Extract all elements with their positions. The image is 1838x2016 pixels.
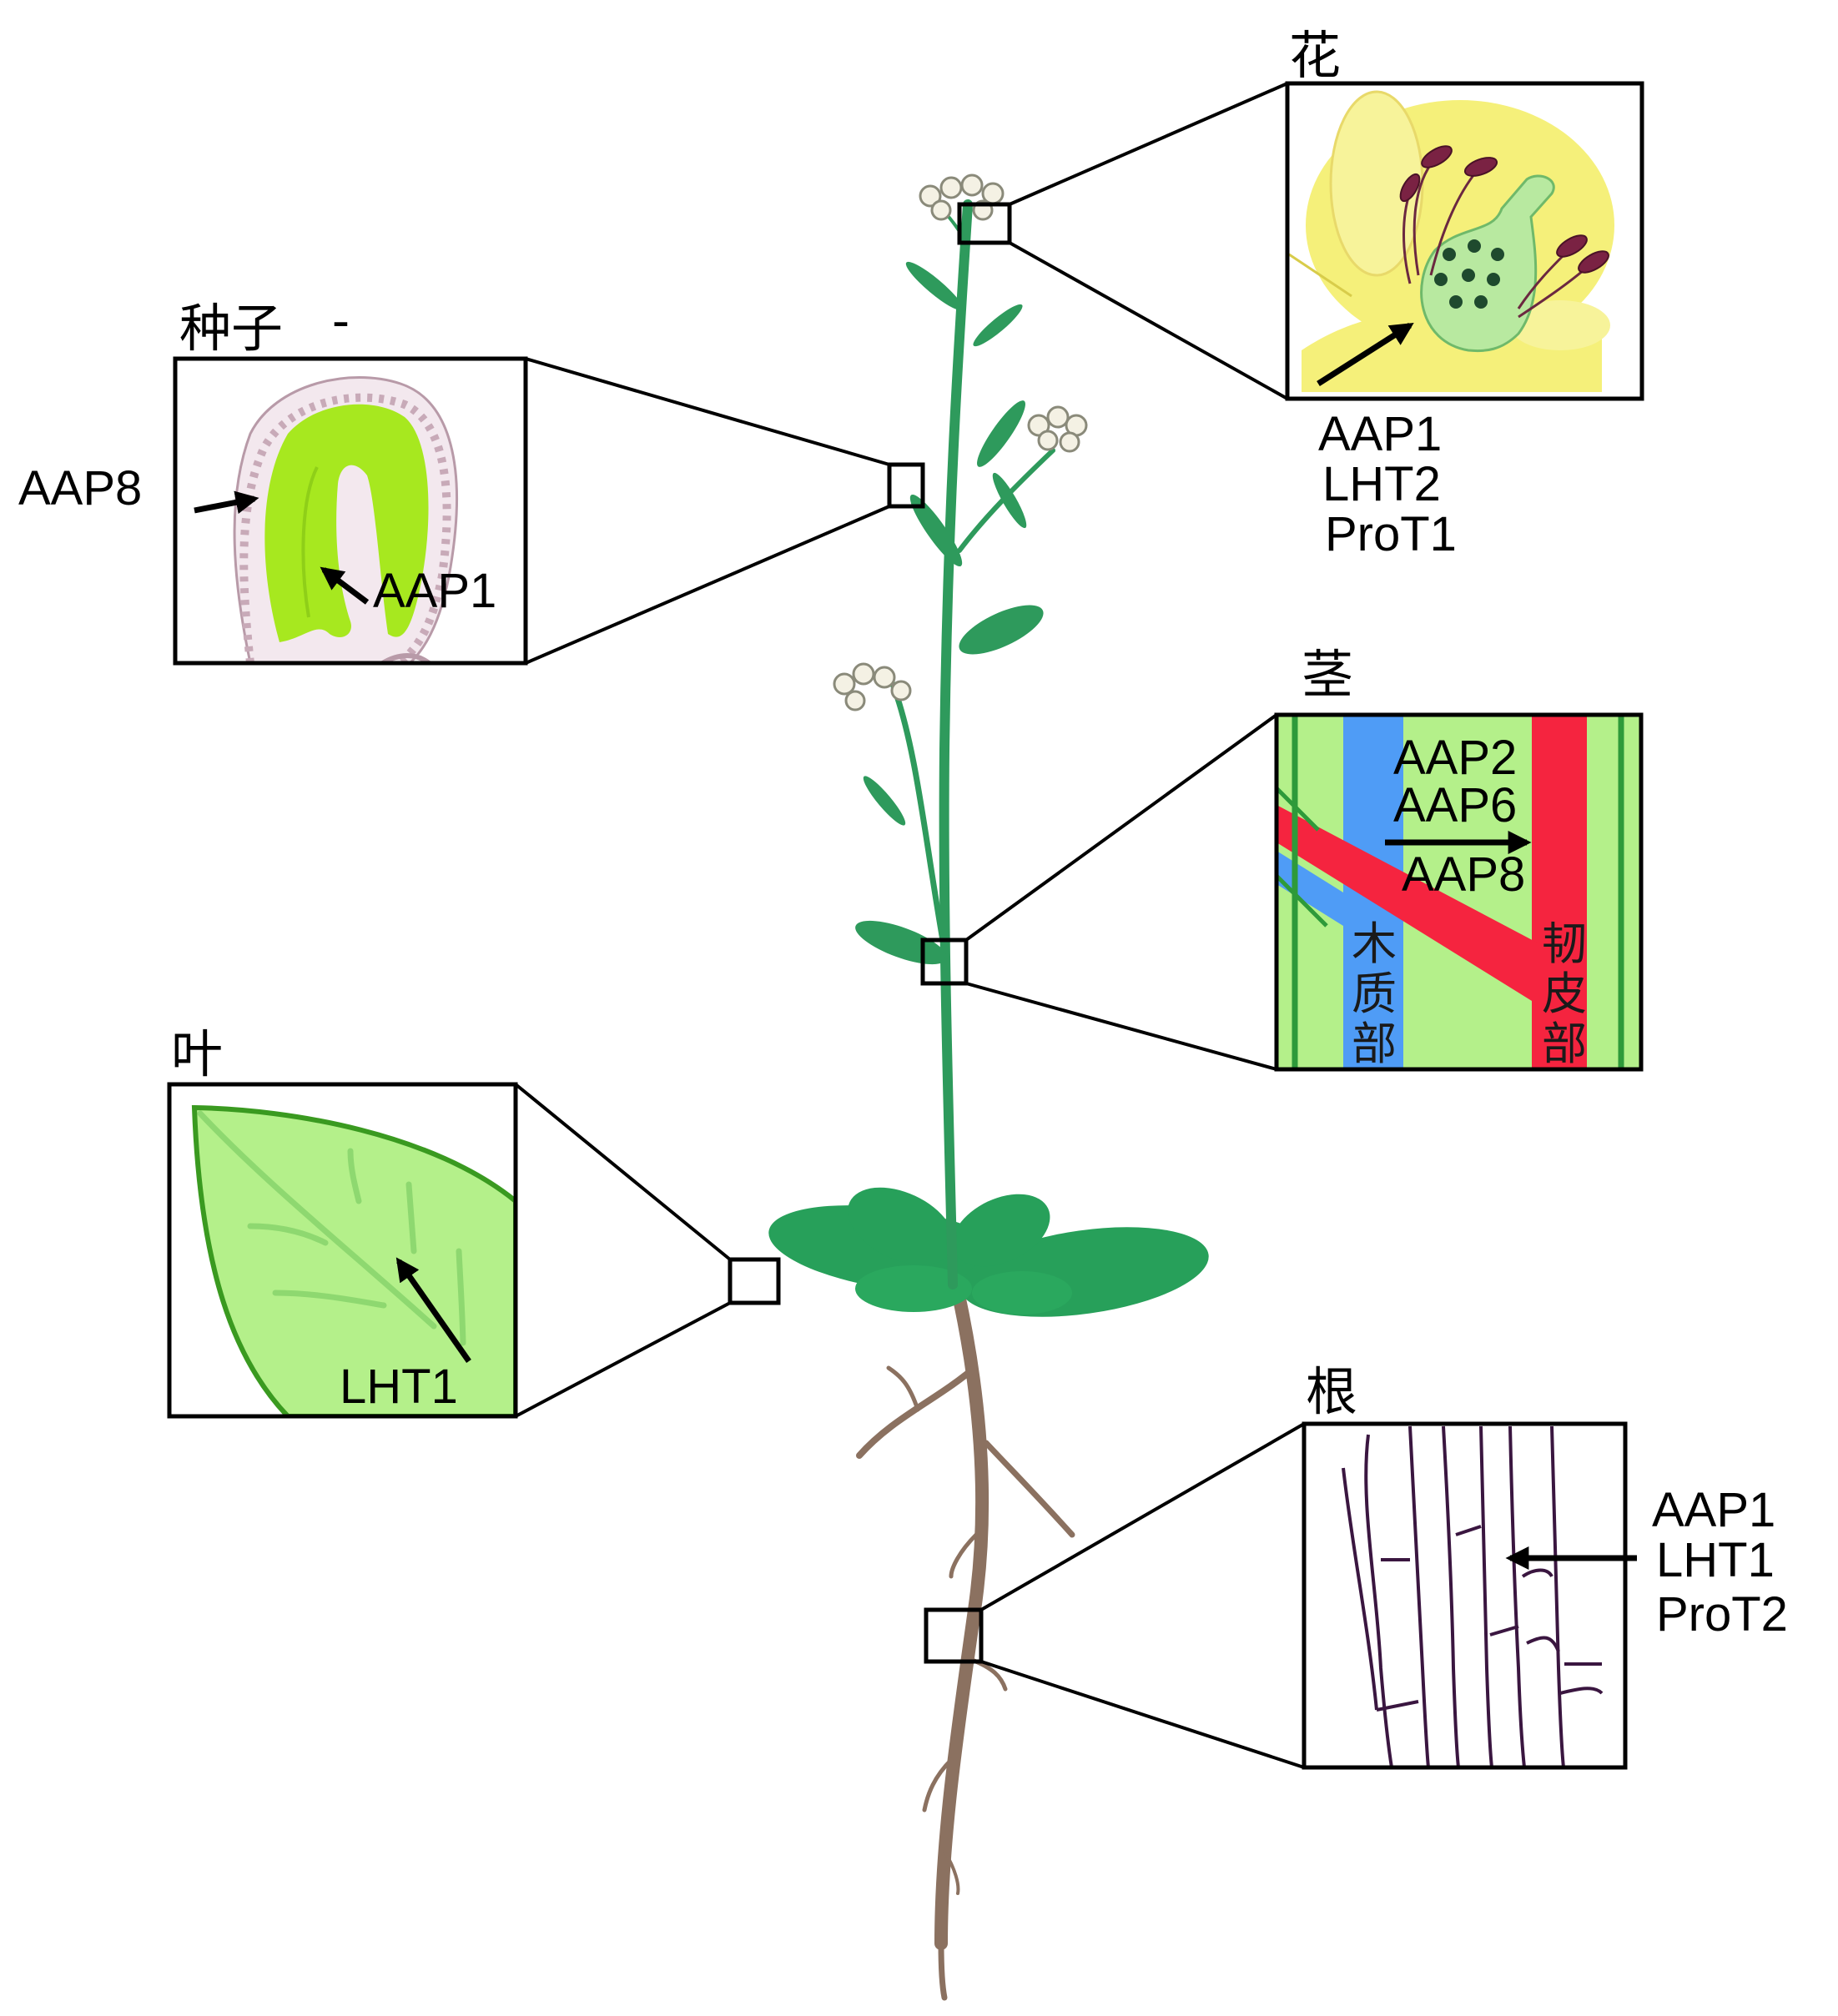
main-stem	[889, 197, 1055, 1290]
phloem-char-3: 部	[1542, 1018, 1587, 1070]
leaf-marker	[728, 1257, 781, 1305]
root-label: 根	[1306, 1361, 1357, 1422]
stem-gene-2: AAP6	[1393, 778, 1517, 832]
xylem-char-2: 质	[1352, 968, 1397, 1020]
seed-label: 种子	[179, 298, 283, 359]
stem-gene-3: AAP8	[1402, 847, 1525, 902]
callout-markers	[514, 82, 1305, 1769]
phloem-char-1: 韧	[1542, 918, 1587, 970]
rosette-leaves	[768, 1187, 1209, 1317]
phloem-char-2: 皮	[1542, 968, 1587, 1020]
stem-inset	[1274, 712, 1644, 1072]
xylem-char-3: 部	[1352, 1018, 1397, 1070]
seed-gene-outer: AAP8	[18, 461, 142, 515]
flower-gene-2: LHT2	[1322, 457, 1441, 511]
leaf-inset	[167, 1082, 518, 1419]
flower-label: 花	[1289, 25, 1341, 86]
root-gene-2: LHT1	[1656, 1533, 1775, 1587]
leaf-label: 叶	[171, 1023, 223, 1084]
root-system	[856, 1285, 1075, 2001]
leaf-gene: LHT1	[340, 1360, 458, 1414]
root-gene-1: AAP1	[1652, 1483, 1775, 1537]
cauline-leaves	[855, 261, 1044, 965]
stem-marker	[920, 938, 969, 986]
xylem-char-1: 木	[1352, 918, 1397, 970]
stem-label: 茎	[1302, 644, 1353, 705]
plant	[768, 173, 1209, 2001]
seed-inset	[173, 356, 528, 666]
seed-mark: -	[332, 289, 350, 350]
seed-marker	[887, 462, 925, 509]
seed-gene-inner: AAP1	[373, 564, 496, 618]
root-marker	[924, 1607, 984, 1664]
flower-inset	[1285, 81, 1644, 401]
root-inset	[1302, 1421, 1637, 1770]
flower-gene-3: ProT1	[1325, 507, 1457, 561]
stem-gene-1: AAP2	[1393, 731, 1517, 785]
flower-gene-1: AAP1	[1318, 407, 1442, 461]
flower-marker	[957, 202, 1012, 245]
root-gene-3: ProT2	[1656, 1587, 1788, 1641]
